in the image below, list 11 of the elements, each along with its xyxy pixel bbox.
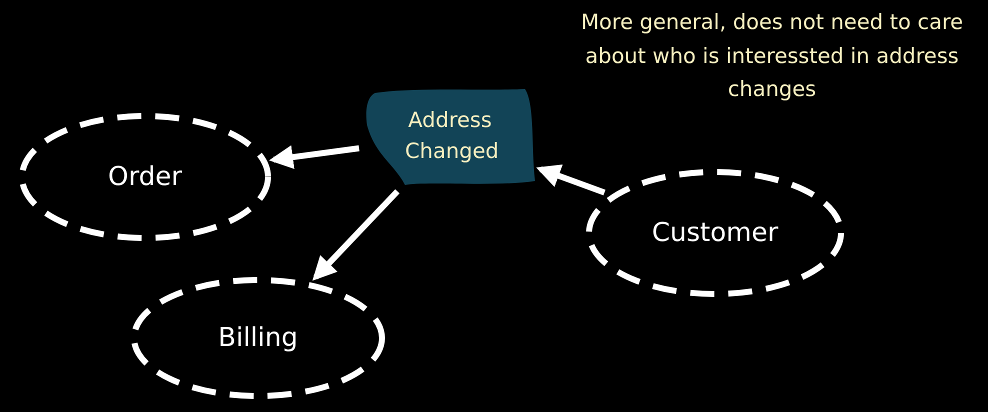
service-ellipse <box>585 168 845 298</box>
arrow <box>312 189 400 281</box>
node-label: Customer <box>652 216 778 250</box>
arrow <box>269 145 360 170</box>
arrow <box>536 164 606 196</box>
service-ellipse <box>130 276 386 400</box>
node-label: Order <box>108 160 182 194</box>
annotation-note: More general, does not need to care about who is interessted in address changes <box>580 9 964 104</box>
service-ellipse <box>18 112 272 242</box>
node-label: Address Changed <box>405 106 495 165</box>
node-label: Billing <box>218 322 298 354</box>
